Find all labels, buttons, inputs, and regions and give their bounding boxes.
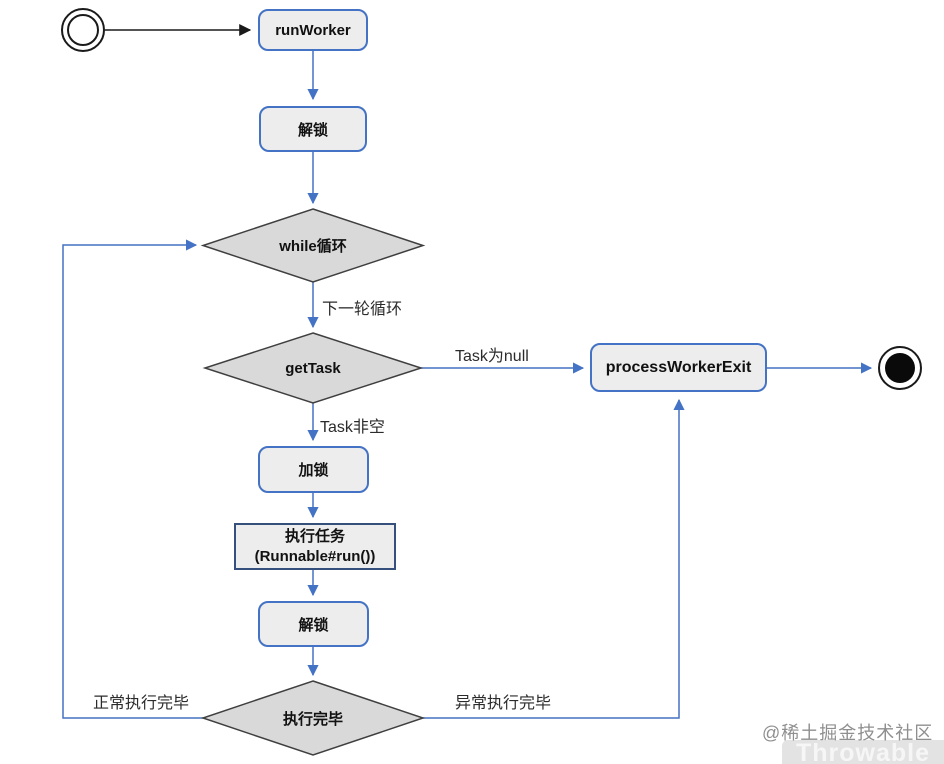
lock-label: 加锁 bbox=[298, 462, 329, 479]
edge-label-task-not-empty: Task非空 bbox=[320, 419, 385, 436]
edge-label-next-loop: 下一轮循环 bbox=[322, 301, 403, 318]
edge-label-task-null: Task为null bbox=[455, 348, 529, 365]
execute-task-node: 执行任务 (Runnable#run()) bbox=[234, 523, 396, 570]
edge-done-to-processworkerexit bbox=[423, 398, 685, 719]
end-node bbox=[878, 346, 922, 390]
execution-done-decision-shape bbox=[200, 680, 426, 756]
run-worker-label: runWorker bbox=[275, 21, 351, 39]
process-worker-exit-node: processWorkerExit bbox=[590, 343, 767, 392]
edge-label-normal-finish: 正常执行完毕 bbox=[93, 695, 190, 712]
watermark-credit-text: @稀土掘金技术社区 bbox=[762, 723, 934, 743]
edge-label-abnormal-finish: 异常执行完毕 bbox=[455, 695, 552, 712]
while-loop-decision-shape bbox=[200, 208, 426, 283]
execute-task-label-line1: 执行任务 bbox=[284, 528, 345, 545]
run-worker-node: runWorker bbox=[258, 9, 368, 51]
unlock-bottom-label: 解锁 bbox=[298, 616, 329, 634]
unlock-top-label: 解锁 bbox=[297, 121, 328, 139]
watermark-brand-block: Throwable bbox=[782, 740, 944, 764]
watermark-brand-text: Throwable bbox=[795, 740, 930, 764]
process-worker-exit-label: processWorkerExit bbox=[605, 358, 752, 376]
lock-node: 加锁 bbox=[258, 446, 369, 493]
gettask-decision-shape bbox=[202, 332, 424, 404]
unlock-top-node: 解锁 bbox=[259, 106, 367, 152]
unlock-bottom-node: 解锁 bbox=[258, 601, 369, 647]
start-node bbox=[61, 8, 105, 52]
edge-done-loopback-to-whileloop bbox=[62, 239, 203, 719]
execute-task-label-line2: (Runnable#run()) bbox=[254, 547, 376, 565]
